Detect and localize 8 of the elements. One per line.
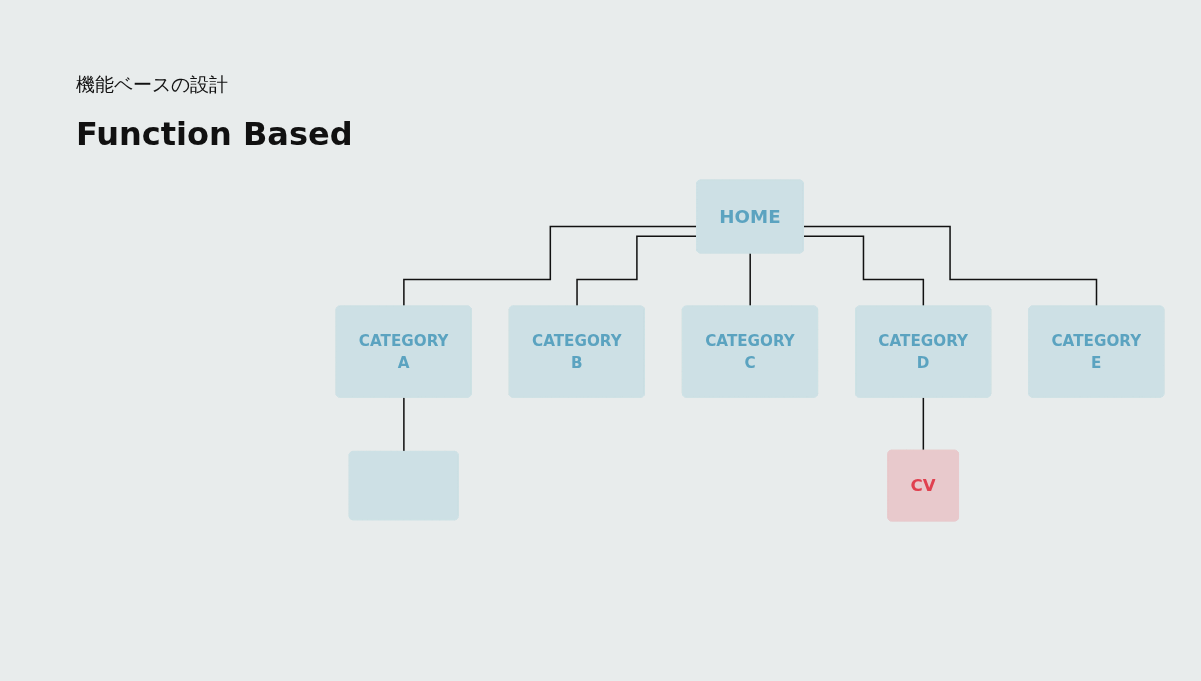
connector xyxy=(576,235,698,307)
diagram-title: Function Based xyxy=(76,115,353,153)
subtitle-text: 機能ベースの設計 xyxy=(76,72,228,97)
connector xyxy=(803,235,925,307)
connector xyxy=(922,396,925,451)
connector xyxy=(403,225,698,307)
connector xyxy=(803,225,1098,307)
connector xyxy=(749,252,752,307)
